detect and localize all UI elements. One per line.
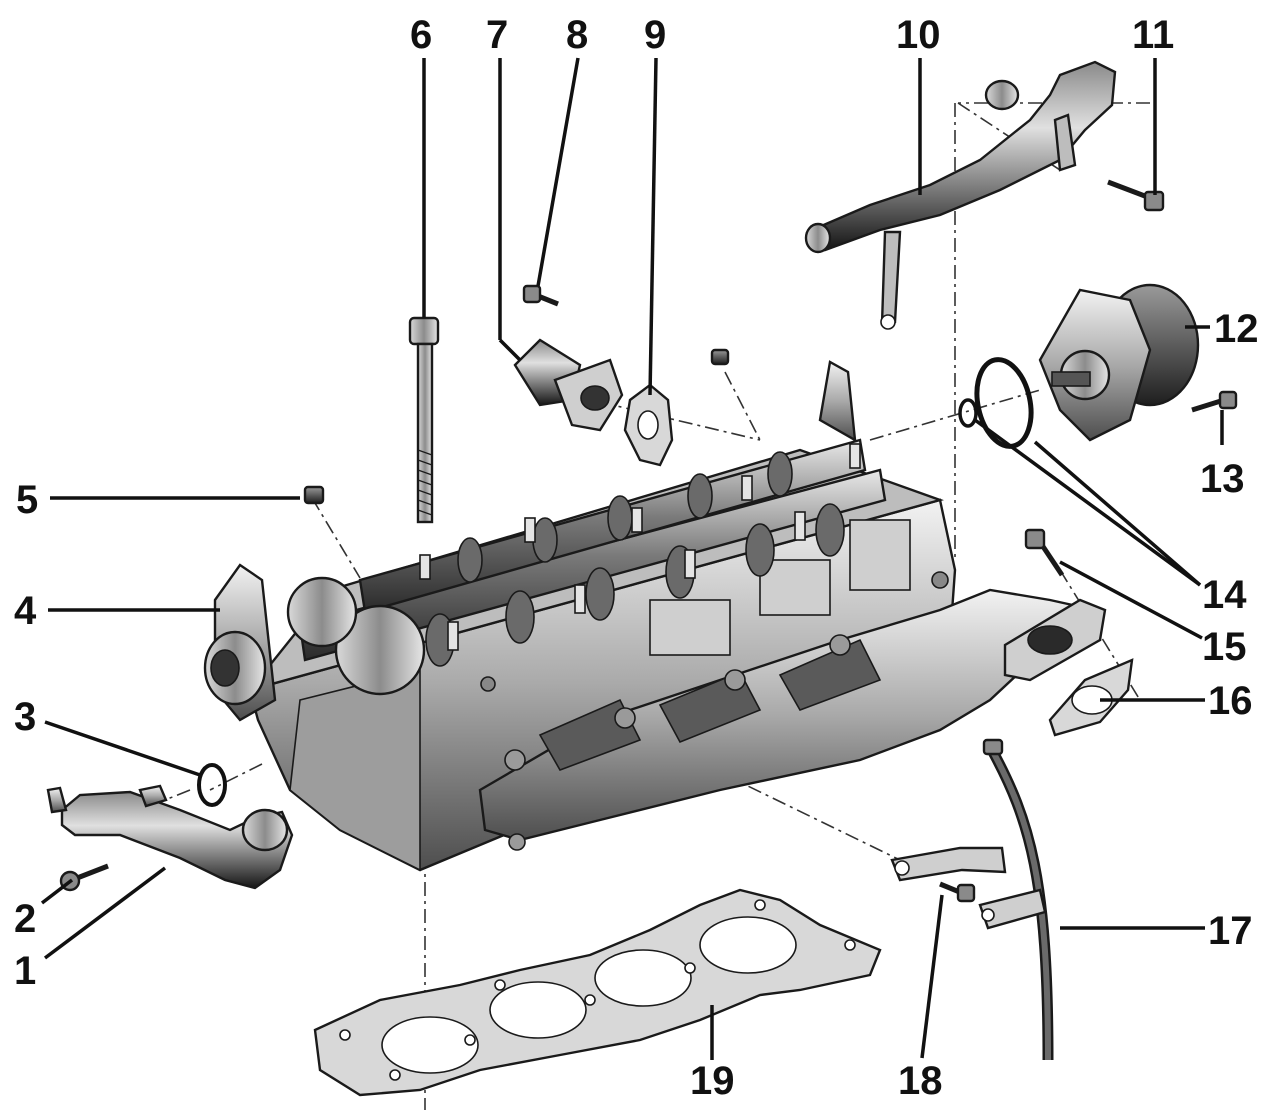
exhaust-gasket xyxy=(1048,658,1134,737)
callout-9: 9 xyxy=(644,13,666,57)
callout-12: 12 xyxy=(1214,307,1259,351)
coolant-pipe xyxy=(46,784,294,890)
front-housing xyxy=(203,563,277,722)
callout-14: 14 xyxy=(1202,573,1247,617)
callout-11: 11 xyxy=(1132,13,1174,57)
callout-19: 19 xyxy=(690,1059,735,1103)
rear-lifting-eye xyxy=(818,360,857,443)
pump-bolt xyxy=(1191,390,1238,413)
callout-17: 17 xyxy=(1208,909,1253,953)
callout-7: 7 xyxy=(486,13,508,57)
plug-top xyxy=(710,348,730,366)
callout-10: 10 xyxy=(896,13,941,57)
heater-pipe xyxy=(804,60,1117,330)
callout-8: 8 xyxy=(566,13,588,57)
coolant-outlet xyxy=(513,338,624,432)
outlet-bolt xyxy=(522,284,559,307)
callout-labels: 1 2 3 4 5 6 7 8 9 10 11 12 13 14 15 16 1… xyxy=(14,13,1259,1103)
callout-5: 5 xyxy=(16,478,38,522)
dipstick-bracket xyxy=(890,846,1007,903)
callout-2: 2 xyxy=(14,897,36,941)
callout-4: 4 xyxy=(14,589,37,633)
leader-lines xyxy=(40,57,1224,1060)
head-gasket xyxy=(313,888,882,1097)
manifold-stud xyxy=(1024,528,1065,577)
vacuum-pump xyxy=(1038,283,1200,442)
callout-3: 3 xyxy=(14,695,36,739)
outlet-gasket xyxy=(623,383,674,467)
head-bolt xyxy=(408,316,440,524)
pipe-bolt xyxy=(59,863,109,892)
camshafts xyxy=(286,438,887,696)
callout-1: 1 xyxy=(14,949,36,993)
dipstick-tube xyxy=(978,738,1054,1061)
callout-6: 6 xyxy=(410,13,432,57)
callout-13: 13 xyxy=(1200,457,1245,501)
pipe-bracket-bolt xyxy=(1107,179,1165,212)
exhaust-manifold xyxy=(478,588,1107,851)
callout-15: 15 xyxy=(1202,625,1247,669)
callout-16: 16 xyxy=(1208,679,1253,723)
o-ring-small xyxy=(197,763,227,807)
callout-18: 18 xyxy=(898,1059,943,1103)
plug xyxy=(303,485,325,505)
